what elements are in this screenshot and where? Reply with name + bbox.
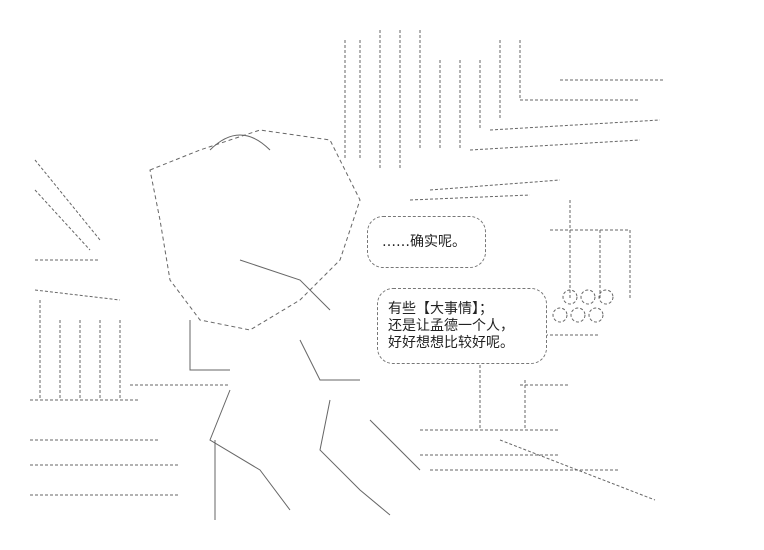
speech-line: 有些【大事情】； [388, 301, 493, 317]
figure-lines [149, 129, 421, 520]
speech-line: 还是让孟德一个人， [388, 318, 514, 334]
speech-bubble-bottom: 有些【大事情】； 还是让孟德一个人， 好好想想比较好呢。 [377, 288, 547, 364]
speech-text: ……确实呢。 [382, 234, 466, 250]
left-structure [30, 159, 230, 496]
speech-bubble-top: ……确实呢。 [367, 216, 486, 268]
roof-lines [344, 30, 665, 201]
speech-line: 好好想想比较好呢。 [388, 335, 514, 351]
right-structure [420, 200, 656, 501]
